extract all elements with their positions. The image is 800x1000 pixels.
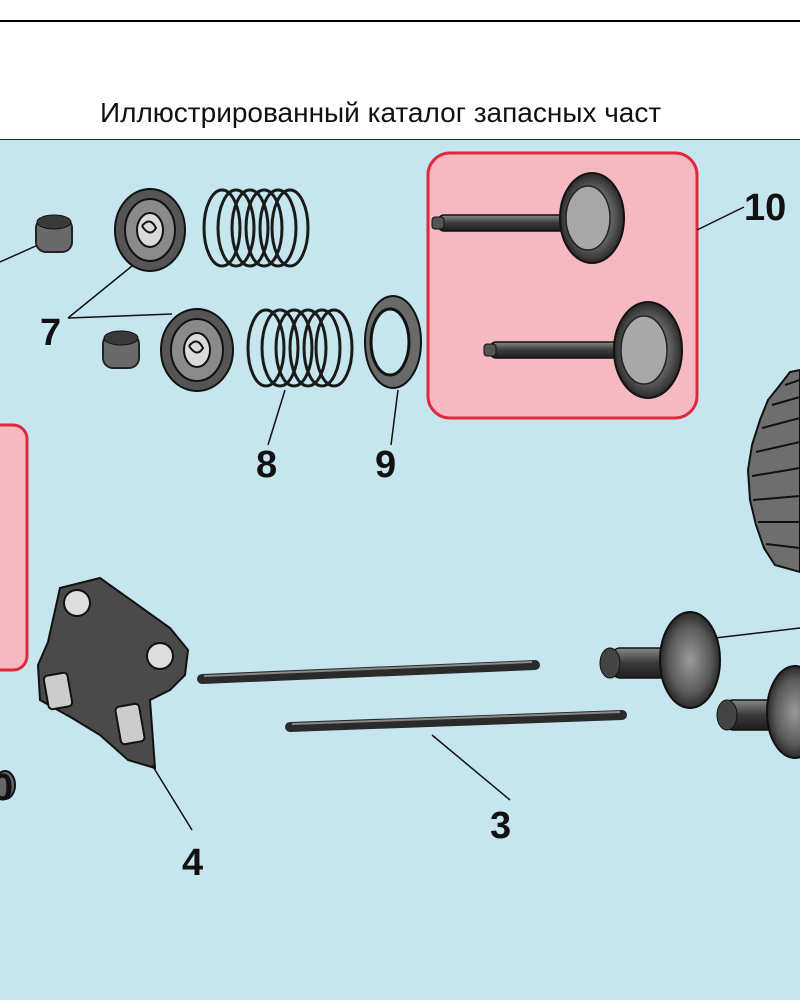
valve-upper [431,172,625,264]
tappet-lower [716,665,800,759]
callout-4-leader [151,764,193,831]
callout-10: 10 [744,187,786,229]
callout-9-leader [390,389,399,446]
spring-retainer-top [114,188,186,272]
left-edge-part [0,770,16,800]
callout-9: 9 [375,444,396,486]
parts-diagram: 7 8 9 10 [0,140,800,1000]
catalog-title: Иллюстрированный каталог запасных част [100,97,662,128]
callout-3: 3 [490,805,511,847]
callout-8: 8 [256,444,277,486]
push-rod-upper [197,660,540,684]
valve-spring-bottom [246,308,354,388]
valve-keeper-bottom [102,330,140,369]
tappet-upper [599,611,800,709]
highlight-box-left [0,423,29,672]
camshaft-gear [746,368,800,574]
callout-7: 7 [40,312,61,354]
valve-spring-top [202,188,310,268]
valve-lower [483,301,683,399]
callout-4: 4 [182,842,203,884]
callout-0-partial: 0 [0,767,13,809]
spring-retainer-bottom [160,308,234,392]
callout-3-leader [431,734,511,801]
exploded-view-svg: 7 8 9 10 [0,151,800,884]
top-border-line [0,20,800,22]
valve-keeper-top [0,214,73,263]
push-rod-lower [285,710,627,732]
callout-10-leader [696,206,745,231]
valve-stem-seal [364,295,422,389]
rocker-support-plate [36,576,190,770]
callout-7-leaders [67,265,173,319]
callout-8-leader [267,389,286,446]
